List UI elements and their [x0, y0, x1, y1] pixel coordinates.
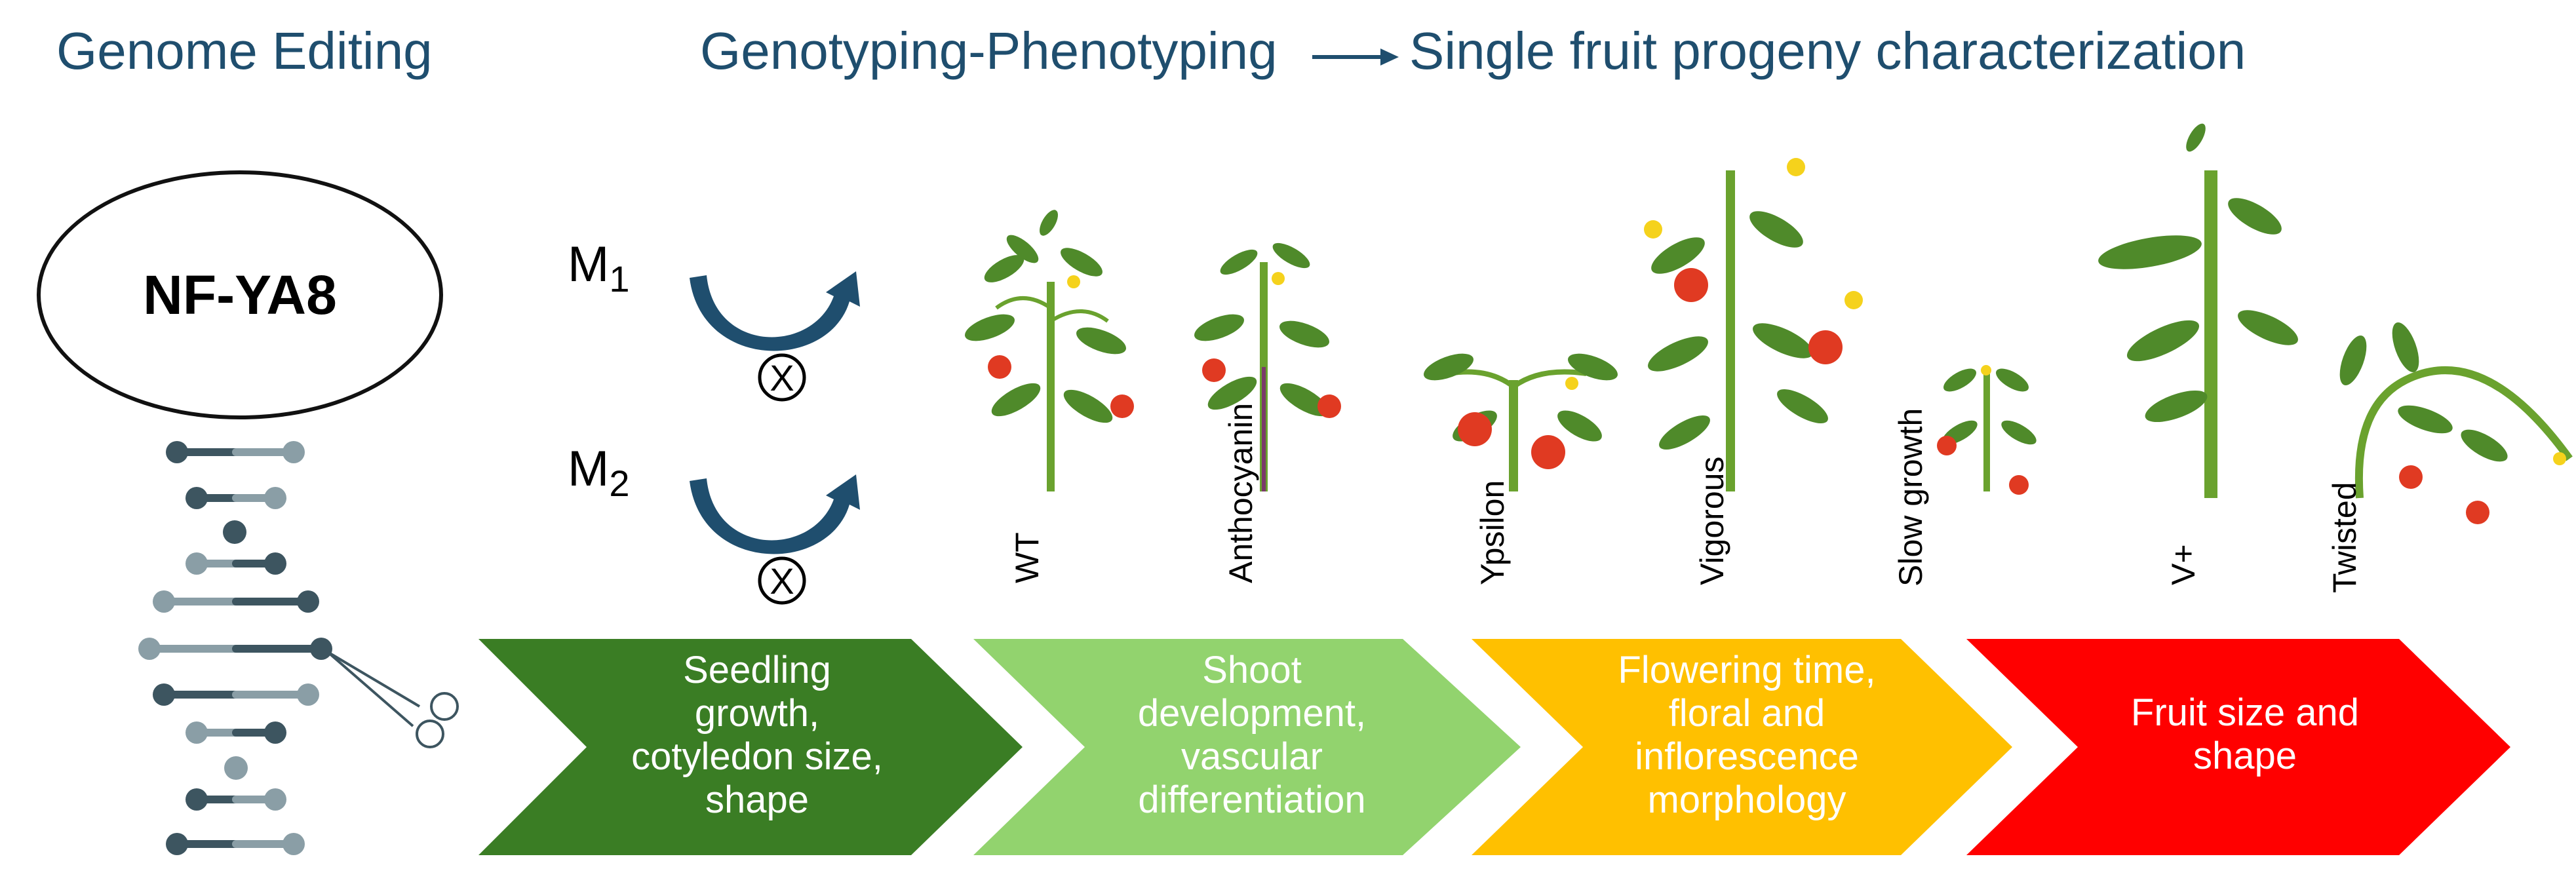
self-cross-symbol: X — [770, 560, 794, 602]
stage-text-4: Fruit size and shape — [2130, 691, 2360, 777]
gene-ellipse: NF-YA8 — [37, 170, 443, 419]
stage-chevrons — [478, 639, 2510, 855]
generation-m2-label: M2 — [568, 441, 630, 505]
plant-label-vigorous: Vigorous — [1694, 456, 1730, 585]
plant-ypsilon-icon — [1424, 353, 1618, 491]
stage-chevron-2 — [973, 639, 1521, 855]
plant-label-slow-growth: Slow growth — [1892, 408, 1929, 586]
tomato-plants-illustration — [965, 123, 2573, 524]
dna-scissors-icon — [138, 441, 459, 855]
header-single-fruit-progeny: Single fruit progeny characterization — [1409, 22, 2246, 80]
plant-wt-icon — [965, 210, 1134, 491]
plant-label-twisted: Twisted — [2326, 482, 2363, 593]
stage-chevron-1 — [478, 639, 1023, 855]
stage-text-1: Seedling growth, cotyledon size, shape — [631, 649, 883, 821]
self-cross-symbol: X — [770, 357, 794, 398]
plant-v-plus-icon — [2098, 123, 2298, 498]
header-arrow-icon — [1312, 48, 1399, 66]
stage-text-2: Shoot development, vascular differentiat… — [1137, 649, 1367, 821]
header-genotyping-phenotyping: Genotyping-Phenotyping — [700, 22, 1278, 80]
plant-label-anthocyanin: Anthocyanin — [1222, 402, 1259, 583]
plant-vigorous-icon — [1644, 158, 1863, 491]
generation-m1-label: M1 — [568, 237, 630, 300]
plant-anthocyanin-icon — [1194, 242, 1341, 491]
gene-label: NF-YA8 — [143, 263, 337, 326]
self-cross-icon-m1: X — [690, 271, 860, 402]
plant-twisted-icon — [2339, 322, 2573, 524]
plant-label-v-plus: V+ — [2165, 544, 2202, 585]
plant-label-ypsilon: Ypsilon — [1474, 480, 1511, 585]
plant-slow-growth-icon — [1937, 365, 2037, 495]
stage-chevron-3 — [1472, 639, 2012, 855]
stage-chevron-4 — [1966, 639, 2510, 855]
plant-label-wt: WT — [1009, 532, 1045, 583]
stage-text-3: Flowering time, floral and inflorescence… — [1618, 649, 1876, 821]
header-genome-editing: Genome Editing — [56, 22, 433, 80]
self-cross-icon-m2: X — [690, 474, 860, 605]
